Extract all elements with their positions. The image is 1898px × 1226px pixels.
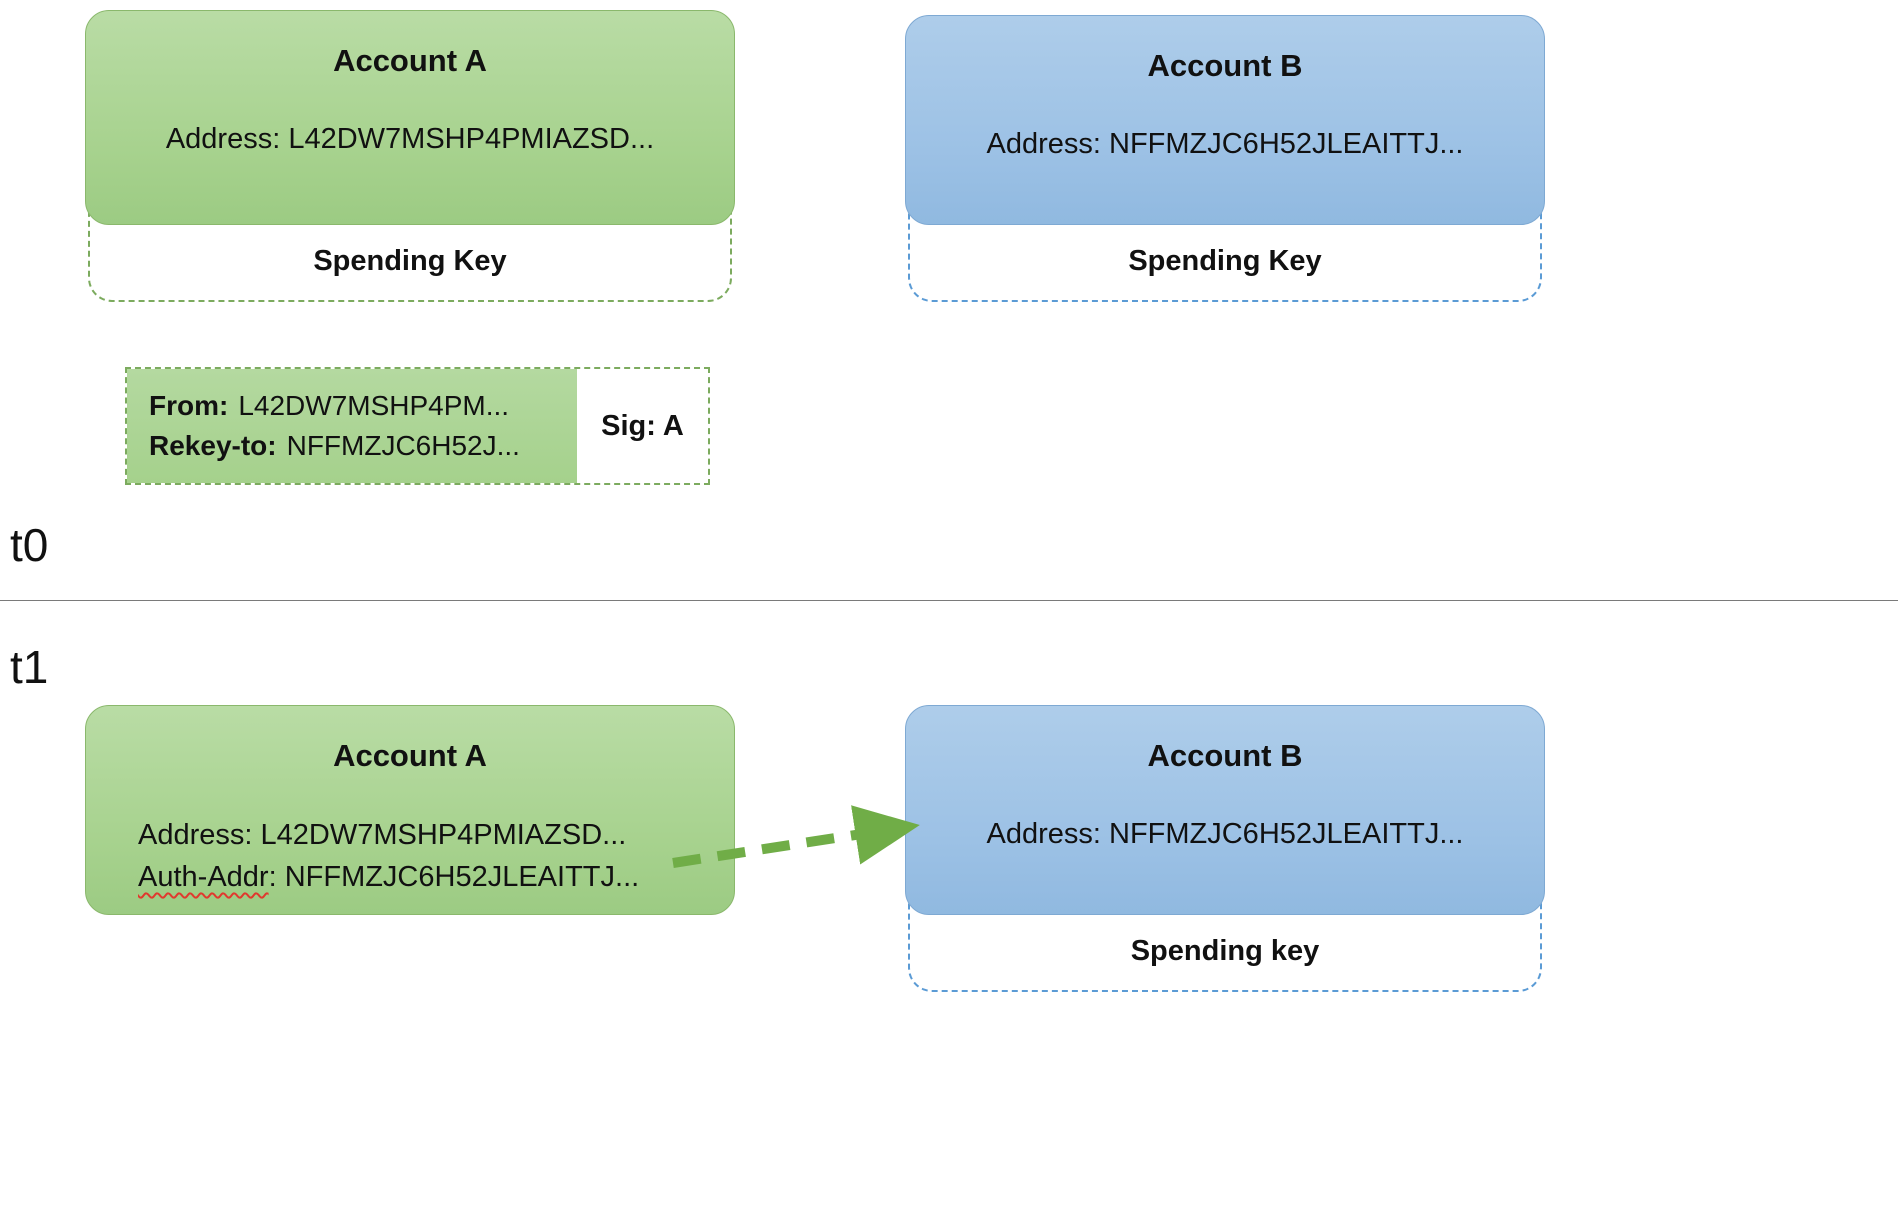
- timeline-divider: [0, 600, 1898, 601]
- transaction-from-label: From:: [149, 390, 229, 421]
- t1-account-b-address: Address: NFFMZJC6H52JLEAITTJ...: [986, 818, 1464, 850]
- t1-account-b-title: Account B: [1147, 738, 1303, 773]
- t0-account-a-spending-key-label: Spending Key: [313, 245, 507, 277]
- t0-account-b-box: Account B Address: NFFMZJC6H52JLEAITTJ..…: [905, 15, 1545, 225]
- t1-account-a-box: Account A Address: L42DW7MSHP4PMIAZSD...…: [85, 705, 735, 915]
- t1-account-a-auth-addr-line: Auth-Addr: NFFMZJC6H52JLEAITTJ...: [138, 856, 734, 898]
- t1-account-b-spending-key-label: Spending key: [1130, 935, 1320, 967]
- transaction-rekey-value: NFFMZJC6H52J...: [286, 430, 520, 461]
- t0-account-a-address: Address: L42DW7MSHP4PMIAZSD...: [165, 123, 655, 155]
- rekey-transaction-fields: From: L42DW7MSHP4PM... Rekey-to: NFFMZJC6H…: [127, 369, 577, 483]
- t0-account-b-title: Account B: [1147, 48, 1303, 83]
- timeline-t0-label: t0: [10, 519, 49, 571]
- rekey-transaction-box: From: L42DW7MSHP4PM... Rekey-to: NFFMZJC6H…: [125, 367, 710, 485]
- transaction-signature-label: Sig: A: [601, 409, 684, 442]
- t1-account-a-auth-addr-label: Auth-Addr: [138, 861, 269, 894]
- t0-account-b-address: Address: NFFMZJC6H52JLEAITTJ...: [986, 128, 1464, 160]
- t1-account-a-auth-addr-value: : NFFMZJC6H52JLEAITTJ...: [268, 861, 640, 894]
- t0-account-a-box: Account A Address: L42DW7MSHP4PMIAZSD...: [85, 10, 735, 225]
- t0-account-a-title: Account A: [333, 43, 487, 78]
- transaction-rekey-label: Rekey-to:: [149, 430, 277, 461]
- transaction-from-value: L42DW7MSHP4PM...: [238, 390, 510, 421]
- t1-account-a-title: Account A: [333, 738, 487, 773]
- timeline-t1-label: t1: [10, 641, 49, 693]
- t1-account-b-box: Account B Address: NFFMZJC6H52JLEAITTJ..…: [905, 705, 1545, 915]
- t0-account-b-spending-key-label: Spending Key: [1128, 245, 1322, 277]
- t1-account-a-fields: Address: L42DW7MSHP4PMIAZSD... Auth-Addr…: [86, 814, 734, 898]
- rekey-arrow-icon: [672, 805, 920, 868]
- transaction-rekey-line: Rekey-to: NFFMZJC6H52J...: [149, 430, 577, 462]
- transaction-from-line: From: L42DW7MSHP4PM...: [149, 390, 577, 422]
- t1-account-a-address: Address: L42DW7MSHP4PMIAZSD...: [138, 819, 627, 851]
